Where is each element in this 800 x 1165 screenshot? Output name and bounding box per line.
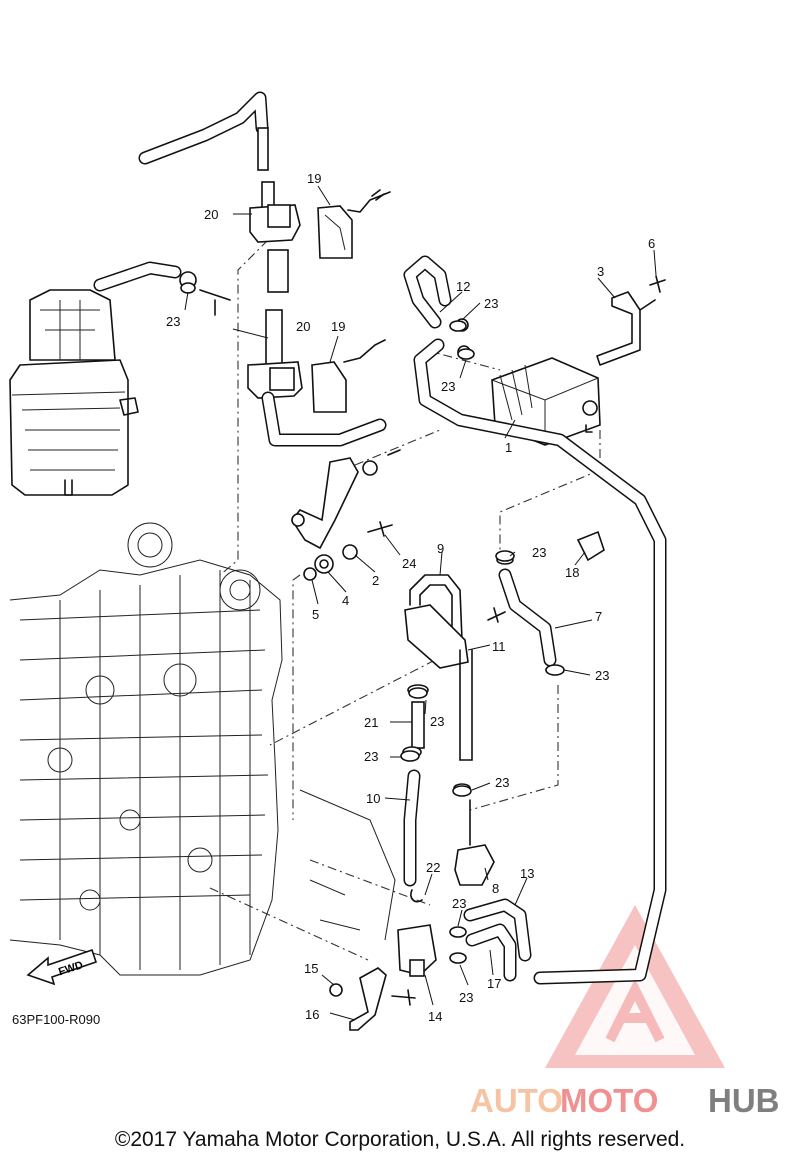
callout-16: 16 — [305, 1007, 319, 1022]
watermark-text-hub: HUB — [708, 1082, 780, 1119]
callout-23-c: 23 — [441, 379, 455, 394]
hoses-13-17 — [463, 898, 532, 982]
callout-11: 11 — [492, 639, 506, 654]
callout-6: 6 — [648, 236, 655, 251]
top-vapor-hose — [138, 91, 269, 171]
hose-clamps — [180, 282, 565, 964]
callout-23-b: 23 — [484, 296, 498, 311]
callout-1: 1 — [505, 440, 512, 455]
callout-7: 7 — [595, 609, 602, 624]
callout-labels: 1 2 3 4 5 6 7 8 9 10 11 12 13 14 15 16 1… — [12, 171, 655, 1027]
callout-3: 3 — [597, 264, 604, 279]
guide-lines — [209, 239, 601, 961]
fuel-filter-assembly-lower — [247, 309, 387, 447]
copyright-notice: ©2017 Yamaha Motor Corporation, U.S.A. A… — [114, 1128, 686, 1151]
callout-4: 4 — [342, 593, 349, 608]
callout-23-d: 23 — [532, 545, 546, 560]
callout-18: 18 — [565, 565, 579, 580]
callout-20-lower: 20 — [296, 319, 310, 334]
watermark-text-moto: MOTO — [560, 1082, 658, 1119]
callout-5: 5 — [312, 607, 319, 622]
callout-15: 15 — [304, 961, 318, 976]
callout-14: 14 — [428, 1009, 442, 1024]
callout-23-i: 23 — [452, 896, 466, 911]
callout-23-h: 23 — [495, 775, 509, 790]
callout-24: 24 — [402, 556, 416, 571]
callout-23-e: 23 — [595, 668, 609, 683]
callout-10: 10 — [366, 791, 380, 806]
callout-23-a: 23 — [166, 314, 180, 329]
forward-arrow-icon: FWD — [26, 948, 98, 986]
callout-13: 13 — [520, 866, 534, 881]
vapor-separator-tank — [9, 261, 231, 496]
check-valve-8 — [453, 783, 495, 886]
fuel-filter-assembly-upper — [249, 181, 391, 293]
mount-bracket-2 — [291, 449, 401, 581]
callout-23-g: 23 — [364, 749, 378, 764]
joint-21-hose-10 — [402, 684, 429, 903]
canister-bracket — [596, 275, 666, 366]
pipe-bracket-9 — [404, 574, 506, 761]
callout-22: 22 — [426, 860, 440, 875]
callout-8: 8 — [492, 881, 499, 896]
solenoid-valve-14 — [329, 924, 437, 1031]
engine-block — [9, 522, 396, 976]
diagram-code: 63PF100-R090 — [12, 1012, 100, 1027]
callout-9: 9 — [437, 541, 444, 556]
callout-20-upper: 20 — [204, 207, 218, 222]
watermark-logo: AUTO MOTO HUB — [470, 905, 780, 1119]
callout-12: 12 — [456, 279, 470, 294]
callout-17: 17 — [487, 976, 501, 991]
leader-lines — [184, 185, 657, 1021]
hose-12-loop — [403, 255, 667, 985]
callout-19-lower: 19 — [331, 319, 345, 334]
callout-23-j: 23 — [459, 990, 473, 1005]
callout-23-f: 23 — [430, 714, 444, 729]
callout-2: 2 — [372, 573, 379, 588]
watermark-text-auto: AUTO — [470, 1082, 563, 1119]
callout-19-upper: 19 — [307, 171, 321, 186]
callout-21: 21 — [364, 715, 378, 730]
